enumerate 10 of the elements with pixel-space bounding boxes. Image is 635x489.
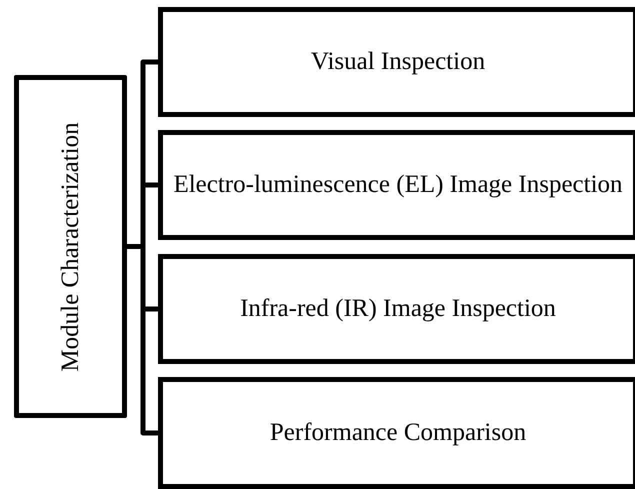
box-label: Electro-luminescence (EL) Image Inspection [172,170,624,200]
root-box [14,75,127,418]
box-label: Infra-red (IR) Image Inspection [239,294,557,324]
category-box [158,377,635,489]
box-label: Visual Inspection [310,46,486,77]
category-box [158,7,635,117]
box-label: Module Characterization [56,120,85,374]
category-box [158,254,635,364]
box-label: Performance Comparison [268,418,528,448]
category-box [158,130,635,240]
